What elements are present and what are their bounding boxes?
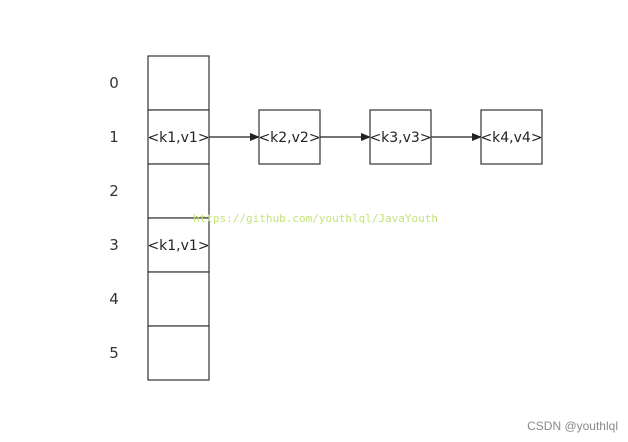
bucket-4: 4 [109, 271, 210, 327]
chain-node-4: <k4,v4> [480, 109, 543, 165]
chain-node-label: <k4,v4> [480, 130, 542, 146]
bucket-entry-label: <k1,v1> [147, 130, 209, 146]
bucket-cell [147, 325, 210, 381]
bucket-entry-label: <k1,v1> [147, 238, 209, 254]
bucket-3: 3 <k1,v1> [109, 217, 210, 273]
bucket-2: 2 [109, 163, 210, 219]
bucket-cell [147, 55, 210, 111]
bucket-index-label: 4 [109, 290, 119, 308]
chain-node-2: <k2,v2> [258, 109, 321, 165]
linked-list-chain: <k2,v2> <k3,v3> <k4,v4> [258, 109, 543, 165]
chain-node-box [480, 109, 543, 165]
bucket-cell [147, 271, 210, 327]
chain-node-box [258, 109, 321, 165]
bucket-index-label: 5 [109, 344, 119, 362]
bucket-5: 5 [109, 325, 210, 381]
bucket-index-label: 1 [109, 128, 119, 146]
watermark-text: https://github.com/youthlql/JavaYouth [193, 212, 439, 225]
chain-node-box [369, 109, 432, 165]
bucket-0: 0 [109, 55, 210, 111]
bucket-array: 0 1 <k1,v1> 2 3 <k1,v1> 4 5 [109, 55, 210, 381]
csdn-credit: CSDN @youthlql [527, 419, 618, 433]
bucket-index-label: 3 [109, 236, 119, 254]
chain-node-label: <k2,v2> [258, 130, 320, 146]
bucket-cell [147, 163, 210, 219]
chain-node-label: <k3,v3> [369, 130, 431, 146]
bucket-cell [147, 109, 210, 165]
bucket-cell [147, 217, 210, 273]
bucket-1: 1 <k1,v1> [109, 109, 210, 165]
bucket-index-label: 0 [109, 74, 119, 92]
chain-node-3: <k3,v3> [369, 109, 432, 165]
bucket-index-label: 2 [109, 182, 119, 200]
